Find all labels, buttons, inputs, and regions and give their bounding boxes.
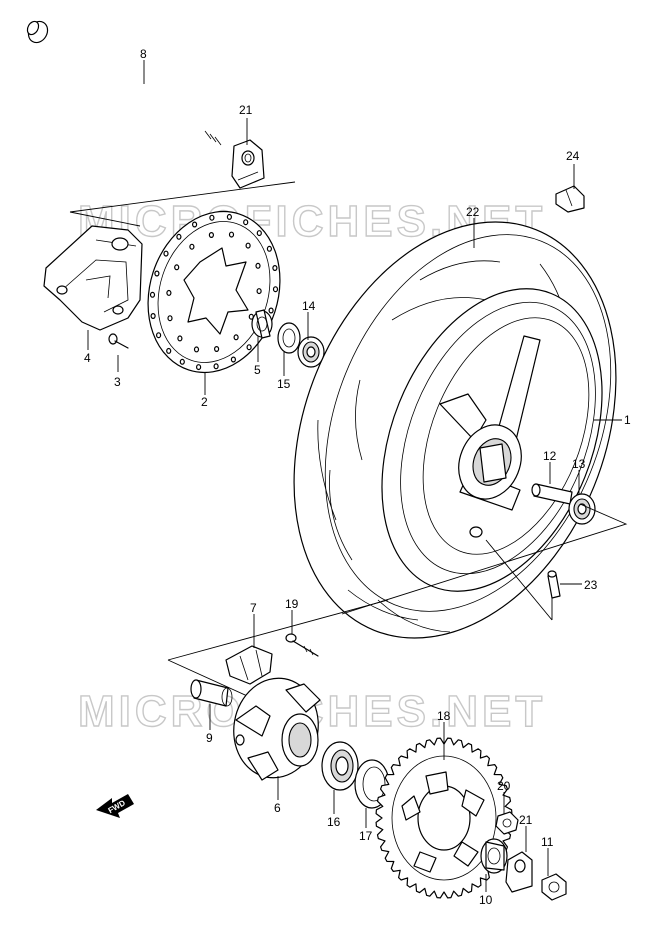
callout-8: 8 — [140, 47, 147, 61]
part-12-collar[interactable] — [531, 483, 573, 505]
callout-17: 17 — [359, 829, 373, 843]
callout-14: 14 — [302, 299, 316, 313]
callout-9: 9 — [206, 731, 213, 745]
disc-vent-hole — [272, 286, 279, 293]
callout-labels: 8 21 24 22 14 4 3 5 15 2 1 12 13 23 7 19… — [84, 47, 631, 907]
part-24-clip[interactable] — [555, 185, 585, 213]
disc-vent-hole — [193, 346, 200, 353]
callout-6: 6 — [274, 801, 281, 815]
part-4-caliper-bracket[interactable] — [43, 225, 143, 331]
disc-vent-hole — [230, 356, 236, 363]
part-8-axle[interactable] — [25, 18, 224, 146]
part-14-bearing[interactable] — [297, 336, 325, 368]
part-15-seal[interactable] — [277, 322, 301, 354]
callout-21-bottom: 21 — [519, 813, 533, 827]
part-21-adjuster-bottom[interactable] — [505, 851, 533, 893]
callout-7: 7 — [250, 601, 257, 615]
disc-vent-hole — [166, 289, 172, 296]
disc-vent-hole — [177, 335, 183, 342]
callout-2: 2 — [201, 395, 208, 409]
disc-vent-hole — [243, 219, 249, 226]
part-19-bolt[interactable] — [285, 633, 319, 657]
disc-vent-hole — [246, 344, 252, 351]
part-3-bolt[interactable] — [108, 333, 129, 349]
disc-vent-hole — [213, 363, 219, 370]
disc-vent-hole — [167, 315, 173, 322]
disc-vent-hole — [214, 346, 220, 353]
callout-5: 5 — [254, 363, 261, 377]
disc-vent-hole — [174, 264, 180, 271]
callout-12: 12 — [543, 449, 557, 463]
reference-line-top — [69, 181, 296, 227]
part-11-nut[interactable] — [541, 873, 567, 901]
callout-1: 1 — [624, 413, 631, 427]
part-16-bearing[interactable] — [321, 741, 359, 791]
disc-vent-hole — [176, 233, 182, 240]
disc-vent-hole — [192, 221, 198, 228]
callout-20: 20 — [497, 779, 511, 793]
disc-vent-hole — [268, 307, 274, 314]
disc-vent-hole — [209, 214, 215, 221]
disc-vent-hole — [256, 288, 262, 295]
disc-vent-hole — [163, 250, 169, 257]
part-13-bearing[interactable] — [568, 493, 596, 525]
disc-vent-hole — [226, 213, 232, 220]
disc-vent-hole — [272, 265, 278, 272]
disc-vent-hole — [208, 232, 214, 239]
disc-vent-hole — [228, 231, 235, 238]
disc-vent-hole — [150, 313, 156, 320]
disc-vent-hole — [266, 245, 272, 252]
part-10-collar[interactable] — [480, 838, 508, 874]
disc-vent-hole — [189, 243, 195, 250]
callout-11: 11 — [541, 835, 554, 849]
part-20-nut[interactable] — [495, 811, 519, 835]
fwd-arrow-icon: FWD — [96, 794, 134, 818]
callout-18: 18 — [437, 709, 451, 723]
part-1-wheel-rim[interactable] — [340, 256, 644, 624]
part-6-sprocket-hub[interactable] — [226, 671, 326, 784]
leader-lines — [87, 60, 622, 892]
part-9-collar[interactable] — [190, 679, 233, 707]
callout-15: 15 — [277, 377, 291, 391]
disc-vent-hole — [179, 358, 185, 365]
disc-vent-hole — [166, 347, 172, 354]
reference-line-hub — [167, 599, 389, 701]
callout-13: 13 — [572, 457, 586, 471]
part-5-collar[interactable] — [251, 309, 273, 339]
disc-vent-hole — [196, 364, 202, 371]
callout-10: 10 — [479, 893, 493, 907]
reference-line-wheel — [341, 503, 628, 615]
reference-line-valve — [485, 539, 553, 621]
callout-4: 4 — [84, 351, 91, 365]
part-21-adjuster-top[interactable] — [231, 139, 265, 189]
callout-3: 3 — [114, 375, 121, 389]
disc-vent-hole — [156, 332, 162, 339]
disc-vent-hole — [154, 270, 160, 277]
disc-vent-hole — [245, 242, 251, 249]
callout-19: 19 — [285, 597, 299, 611]
part-7-cushion[interactable] — [225, 645, 273, 685]
part-2-brake-disc[interactable] — [128, 194, 300, 390]
callout-22: 22 — [466, 205, 480, 219]
part-18-rear-sprocket[interactable] — [375, 737, 513, 899]
disc-vent-hole — [255, 262, 261, 269]
disc-vent-hole — [149, 291, 156, 298]
disc-vent-hole — [256, 230, 262, 237]
part-23-valve[interactable] — [547, 570, 561, 599]
callout-16: 16 — [327, 815, 341, 829]
disc-vent-hole — [233, 334, 239, 341]
callout-23: 23 — [584, 578, 598, 592]
callout-21-top: 21 — [239, 103, 253, 117]
callout-24: 24 — [566, 149, 580, 163]
